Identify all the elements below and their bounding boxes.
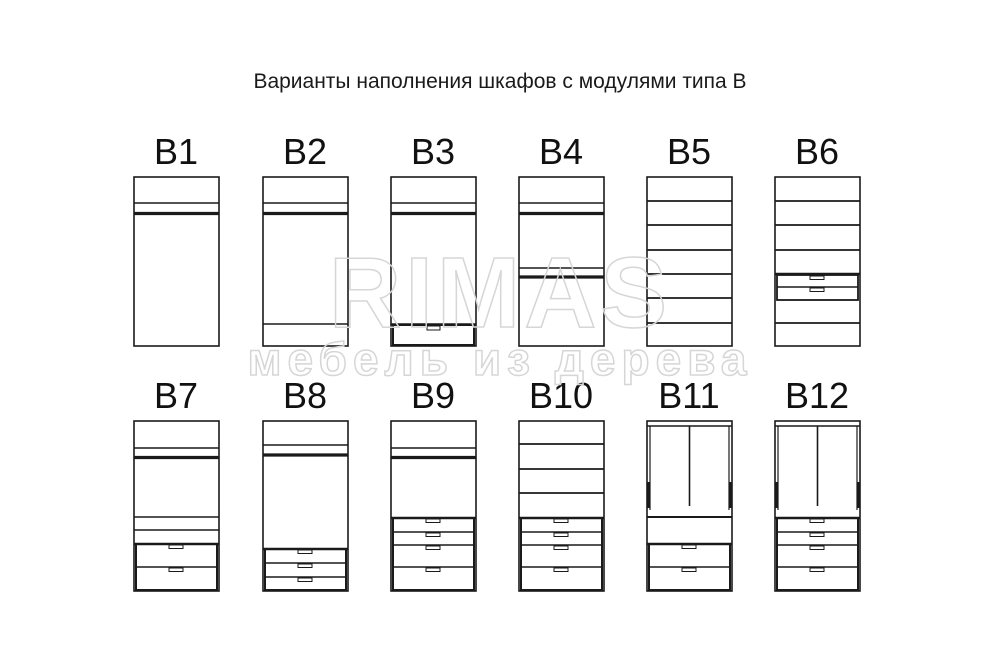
cabinet-b12 [774,420,861,592]
label-b9: B9 [410,375,456,416]
label-b11: B11 [658,375,720,416]
label-b12: B12 [784,375,850,416]
cabinet-b7 [133,420,220,592]
cabinet-b4 [518,176,605,347]
cabinet-b10 [518,420,605,592]
cabinet-b1 [133,176,220,347]
label-b8: B8 [282,375,328,416]
diagram-title: Варианты наполнения шкафов с модулями ти… [253,70,747,93]
cabinet-b2 [262,176,349,347]
cabinet-b6 [774,176,861,347]
label-b2: B2 [282,131,328,172]
cabinet-b5 [646,176,733,347]
cabinet-b8 [262,420,349,592]
label-b7: B7 [153,375,199,416]
label-b4: B4 [538,131,584,172]
label-b3: B3 [410,131,456,172]
label-b10: B10 [528,375,594,416]
label-b1: B1 [153,131,199,172]
cabinet-b3 [390,176,477,347]
cabinet-b11 [646,420,733,592]
label-b6: B6 [794,131,840,172]
label-b5: B5 [666,131,712,172]
cabinet-b9 [390,420,477,592]
